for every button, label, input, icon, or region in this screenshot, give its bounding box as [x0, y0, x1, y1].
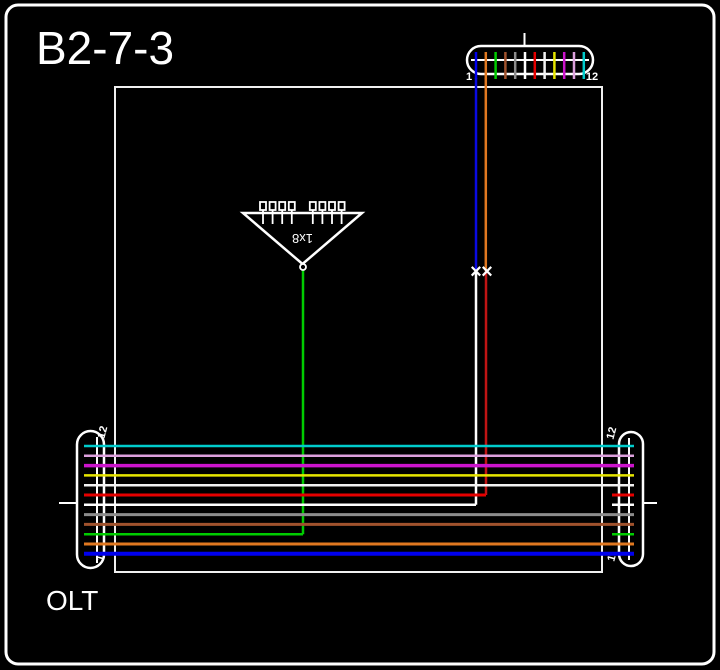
left-connector-body — [75, 429, 106, 570]
enclosure-frame — [114, 86, 603, 573]
splitter-port-3 — [278, 201, 287, 211]
splitter-port-8 — [337, 201, 346, 211]
top-connector-port1-label: 1 — [466, 71, 472, 83]
splitter: 1x8 — [239, 201, 366, 271]
top-connector: 1 12 — [465, 33, 598, 83]
right-connector-port1-label: 1 — [605, 554, 618, 563]
splitter-input-node — [299, 263, 307, 271]
splitter-ratio-label: 1x8 — [292, 231, 313, 246]
top-connector-port12-label: 12 — [586, 71, 598, 83]
right-connector: 12 1 — [605, 426, 657, 568]
top-connector-pins — [474, 52, 586, 79]
splitter-output-ports — [259, 201, 346, 224]
feeder-rows — [84, 444, 634, 556]
splitter-port-7 — [328, 201, 336, 211]
splitter-port-4 — [287, 201, 296, 211]
left-connector-port1-label: 1 — [94, 554, 107, 563]
top-connector-body — [465, 44, 595, 76]
splitter-port-1 — [259, 201, 267, 211]
splitter-port-5 — [308, 201, 317, 211]
left-connector: 12 1 — [59, 425, 111, 570]
splice-mark-blue-white: × — [470, 261, 482, 283]
splice-marks: × × — [470, 261, 493, 283]
left-connector-port12-label: 12 — [96, 425, 111, 440]
olt-label: OLT — [46, 585, 98, 616]
splitter-triangle — [239, 211, 366, 266]
right-connector-body — [617, 430, 645, 568]
splitter-port-2 — [268, 201, 277, 211]
right-connector-port12-label: 12 — [605, 426, 620, 441]
splice-mark-orange-red: × — [481, 261, 493, 283]
splitter-port-6 — [318, 201, 327, 211]
diagram-title: B2-7-3 — [36, 22, 174, 74]
outer-border — [4, 3, 716, 666]
